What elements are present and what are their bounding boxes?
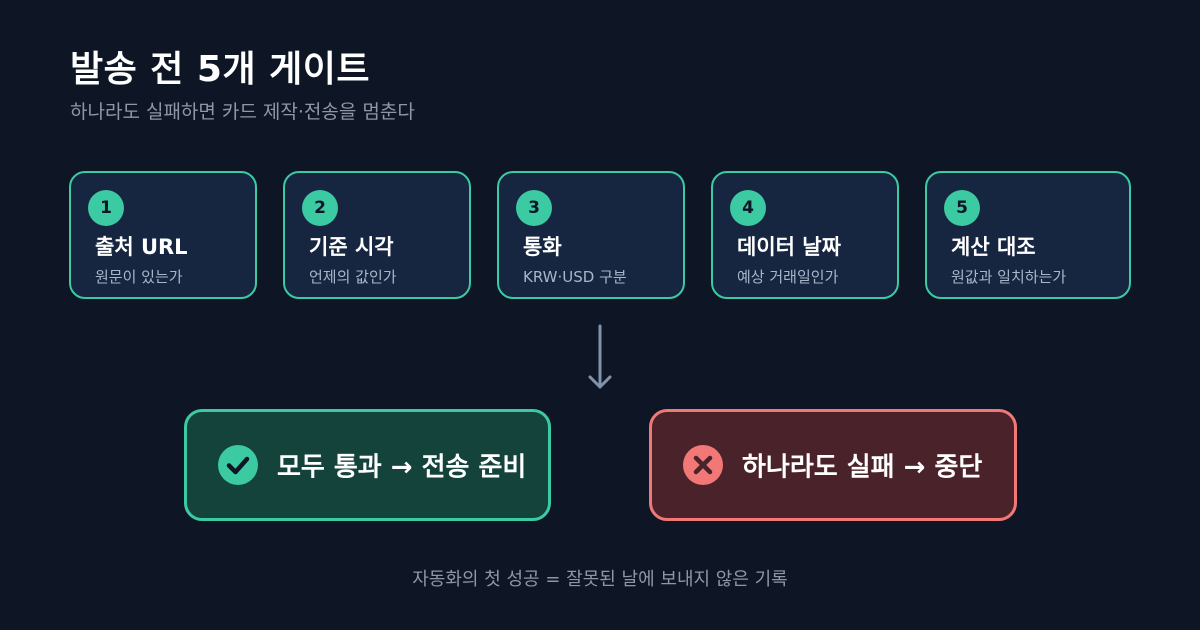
gate-number-badge: 5 xyxy=(944,190,980,226)
page-subtitle: 하나라도 실패하면 카드 제작·전송을 멈춘다 xyxy=(70,101,415,123)
gate-card-1: 1 출처 URL 원문이 있는가 xyxy=(69,171,257,299)
gate-name: 통화 xyxy=(523,235,562,259)
gate-card-5: 5 계산 대조 원값과 일치하는가 xyxy=(925,171,1131,299)
gate-name: 기준 시각 xyxy=(309,235,394,259)
arrow-down-icon xyxy=(588,324,612,389)
gate-number-badge: 2 xyxy=(302,190,338,226)
gate-number-badge: 3 xyxy=(516,190,552,226)
outcome-pass-label: 모두 통과 → 전송 준비 xyxy=(277,452,527,483)
gate-description: 원문이 있는가 xyxy=(95,268,183,286)
page-title: 발송 전 5개 게이트 xyxy=(70,49,370,90)
gate-name: 데이터 날짜 xyxy=(737,235,841,259)
footer-caption: 자동화의 첫 성공 = 잘못된 날에 보내지 않은 기록 xyxy=(412,569,788,590)
check-icon xyxy=(218,445,258,485)
gate-description: 언제의 값인가 xyxy=(309,268,397,286)
outcome-fail-box: 하나라도 실패 → 중단 xyxy=(649,409,1017,521)
gate-description: 원값과 일치하는가 xyxy=(951,268,1067,286)
gate-description: 예상 거래일인가 xyxy=(737,268,839,286)
outcome-pass-box: 모두 통과 → 전송 준비 xyxy=(184,409,551,521)
gate-card-4: 4 데이터 날짜 예상 거래일인가 xyxy=(711,171,899,299)
gate-card-3: 3 통화 KRW·USD 구분 xyxy=(497,171,685,299)
gate-description: KRW·USD 구분 xyxy=(523,268,627,286)
gate-name: 출처 URL xyxy=(95,235,188,259)
x-icon xyxy=(683,445,723,485)
gate-name: 계산 대조 xyxy=(951,235,1036,259)
gate-number-badge: 1 xyxy=(88,190,124,226)
gate-card-2: 2 기준 시각 언제의 값인가 xyxy=(283,171,471,299)
gate-number-badge: 4 xyxy=(730,190,766,226)
outcome-fail-label: 하나라도 실패 → 중단 xyxy=(742,452,983,483)
